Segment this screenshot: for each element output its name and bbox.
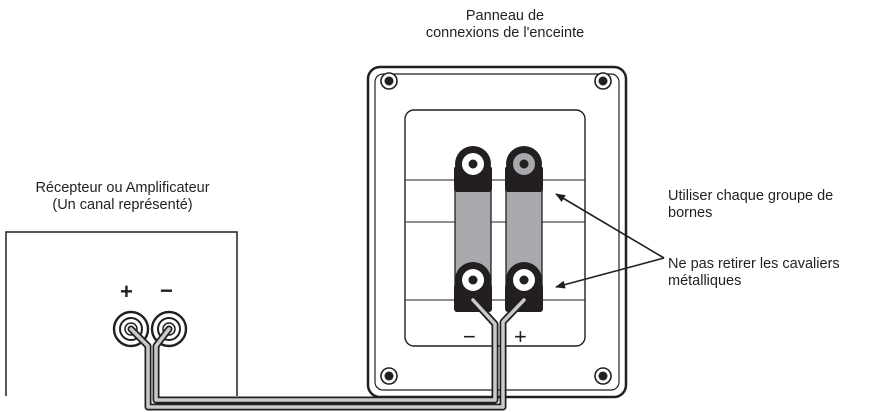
jumpers-callout-line1: Ne pas retirer les cavaliers xyxy=(668,256,840,272)
speaker-minus-sign: − xyxy=(463,324,476,349)
screw-icon xyxy=(380,72,398,90)
speaker-cable xyxy=(127,296,528,411)
terminals-callout-line1: Utiliser chaque groupe de xyxy=(668,188,834,204)
screw-icon xyxy=(594,72,612,90)
terminals-callout: Utiliser chaque groupe de bornes xyxy=(668,188,883,222)
jumpers-callout: Ne pas retirer les cavaliers métalliques xyxy=(668,256,883,290)
speaker-panel-label-line1: Panneau de xyxy=(465,8,545,24)
binding-post-top-positive xyxy=(505,146,543,192)
callout-arrow-top xyxy=(555,193,665,259)
terminal-plate xyxy=(404,109,586,347)
receiver-label-line1: Récepteur ou Amplificateur xyxy=(35,180,210,196)
speaker-panel-label-line2: connexions de l'enceinte xyxy=(425,25,585,41)
receiver-label-line2: (Un canal représenté) xyxy=(52,197,193,213)
speaker-panel-label: Panneau de connexions de l'enceinte xyxy=(380,8,630,42)
screw-icon xyxy=(380,367,398,385)
receiver-label: Récepteur ou Amplificateur (Un canal rep… xyxy=(0,180,245,214)
screw-icon xyxy=(594,367,612,385)
receiver-minus-sign: − xyxy=(160,278,173,303)
binding-post-bottom-negative xyxy=(454,262,492,312)
speaker-plus-sign: + xyxy=(514,324,527,349)
jumpers-callout-line2: métalliques xyxy=(668,273,742,289)
receiver-box xyxy=(5,231,238,396)
terminals-callout-line2: bornes xyxy=(668,205,713,221)
receiver-plus-sign: + xyxy=(120,279,133,304)
binding-post-top-negative xyxy=(454,146,492,192)
callout-arrow-bottom xyxy=(555,257,665,289)
